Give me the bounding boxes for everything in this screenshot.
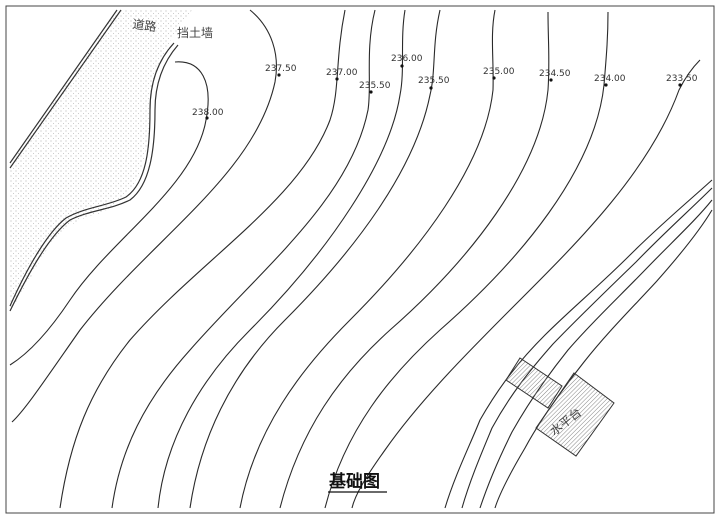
contour-line xyxy=(59,9,346,509)
contour-line xyxy=(189,9,441,509)
elevation-label: 237.00 xyxy=(326,68,358,78)
road-area xyxy=(10,10,192,312)
contour-line xyxy=(479,199,713,509)
elevation-label: 238.00 xyxy=(192,108,224,118)
bridge xyxy=(505,357,563,409)
elevation-label: 235.50 xyxy=(359,81,391,91)
contour-lines xyxy=(9,9,713,509)
elevation-label: 233.50 xyxy=(666,74,698,84)
elevation-label: 234.00 xyxy=(594,74,626,84)
elevation-point xyxy=(335,77,339,81)
elevation-label: 237.50 xyxy=(265,64,297,74)
retaining-wall-label: 挡土墙 xyxy=(177,26,213,40)
road-edge-left-inner xyxy=(9,9,122,169)
elevation-point xyxy=(429,86,433,90)
elevation-label: 235.00 xyxy=(483,67,515,77)
platform: 水平台 xyxy=(535,372,615,457)
road-edge-right xyxy=(9,44,179,312)
contour-line xyxy=(279,11,550,509)
road-label: 道路 xyxy=(132,16,158,34)
elevation-point xyxy=(400,64,404,68)
road-edge-right-inner xyxy=(9,42,175,307)
elevation-point xyxy=(492,76,496,80)
elevation-points xyxy=(205,64,682,120)
elevation-point xyxy=(549,78,553,82)
elevation-point xyxy=(277,73,281,77)
elevation-label: 235.50 xyxy=(418,76,450,86)
contour-line xyxy=(461,187,713,509)
contour-line xyxy=(351,59,701,509)
elevation-label: 234.50 xyxy=(539,69,571,79)
elevation-label: 236.00 xyxy=(391,54,423,64)
elevation-point xyxy=(678,83,682,87)
elevation-labels: 237.50 237.00 236.00 235.50 235.50 235.0… xyxy=(192,54,698,118)
contour-line xyxy=(444,179,713,509)
bridge-deck xyxy=(505,357,563,409)
road-edge-left xyxy=(9,9,118,164)
elevation-point xyxy=(604,83,608,87)
contour-line xyxy=(111,9,376,509)
contour-line xyxy=(324,11,609,509)
contour-line xyxy=(157,9,406,509)
elevation-point xyxy=(205,116,209,120)
platform-slab xyxy=(535,372,615,457)
contour-line xyxy=(11,9,277,423)
contour-line xyxy=(9,61,209,366)
drawing-frame xyxy=(5,5,715,514)
contour-line xyxy=(494,209,713,509)
drawing-title: 基础图 xyxy=(328,471,380,492)
contour-line xyxy=(239,9,496,509)
elevation-point xyxy=(369,90,373,94)
